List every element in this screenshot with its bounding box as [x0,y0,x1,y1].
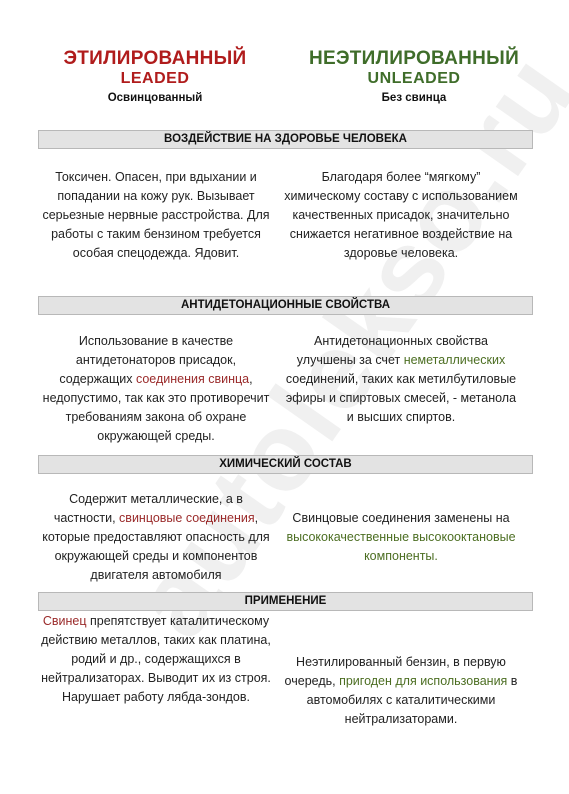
unleaded-title-ru: НЕЭТИЛИРОВАННЫЙ [308,48,520,69]
text: Благодаря более “мягкому” химическому со… [284,170,518,260]
leaded-title-ru: ЭТИЛИРОВАННЫЙ [63,48,247,69]
section-usage-unleaded: Неэтилированный бензин, в первую очередь… [283,653,519,729]
text: Свинцовые соединения заменены на [292,511,510,525]
highlight-lead-compounds: свинцовые соединения [119,511,255,525]
text: . [434,549,438,563]
text: Неэтилированный бензин, в первую очередь… [284,655,506,688]
text: , недопустимо, так как это противоречит … [42,372,270,443]
highlight-lead-compounds: соединения свинца [135,372,250,386]
section-usage-title: ПРИМЕНЕНИЕ [38,592,533,611]
unleaded-title-en: UNLEADED [367,70,461,87]
text: Содержит металлические, а в частности, [53,492,243,525]
header-unleaded: НЕЭТИЛИРОВАННЫЙ UNLEADED Без свинца [279,48,549,104]
text: в автомобилях с каталитическими нейтрали… [306,674,518,726]
header-leaded: ЭТИЛИРОВАННЫЙ LEADED Освинцованный [20,48,290,104]
highlight-lead: Свинец [42,614,87,628]
highlight-suitable: пригоден для использования [339,674,508,688]
text: препятствует каталитическому действию ме… [41,614,271,704]
section-chemistry-unleaded: Свинцовые соединения заменены на высокок… [283,509,519,566]
section-health-unleaded: Благодаря более “мягкому” химическому со… [283,168,519,263]
section-antiknock-title: АНТИДЕТОНАЦИОННЫЕ СВОЙСТВА [38,296,533,315]
text: Токсичен. Опасен, при вдыхании и попадан… [42,170,270,260]
text: Антидетонационных свойства улучшены за с… [296,334,488,367]
section-chemistry-title: ХИМИЧЕСКИЙ СОСТАВ [38,455,533,474]
section-usage-leaded: Свинец препятствует каталитическому дейс… [38,612,274,707]
section-antiknock-leaded: Использование в качестве антидетонаторов… [38,332,274,446]
unleaded-subtitle: Без свинца [381,92,447,104]
section-chemistry-leaded: Содержит металлические, а в частности, с… [38,490,274,585]
highlight-nonmetallic: неметаллических [403,353,506,367]
section-health-leaded: Токсичен. Опасен, при вдыхании и попадан… [38,168,274,263]
leaded-subtitle: Освинцованный [107,92,203,104]
highlight-high-octane: высококачественные высокооктановые компо… [286,530,516,563]
text: соединений, таких как метилбутиловые эфи… [285,372,517,424]
text: Использование в качестве антидетонаторов… [59,334,237,386]
section-antiknock-unleaded: Антидетонационных свойства улучшены за с… [283,332,519,427]
section-health-title: ВОЗДЕЙСТВИЕ НА ЗДОРОВЬЕ ЧЕЛОВЕКА [38,130,533,149]
leaded-title-en: LEADED [120,70,190,87]
text: , которые предоставляют опасность для ок… [42,511,270,582]
